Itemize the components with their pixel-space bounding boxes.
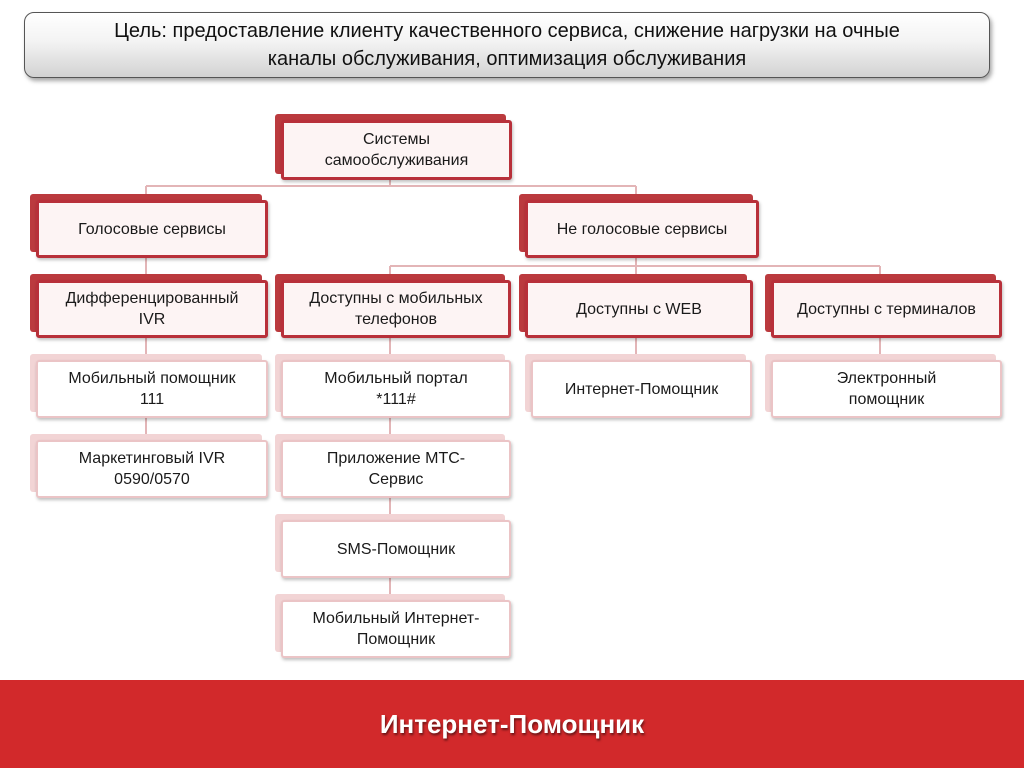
node-self-service-systems: Системы самообслуживания (275, 114, 512, 180)
goal-text-line1: Цель: предоставление клиенту качественно… (114, 20, 900, 42)
node-label-line1: Мобильный портал (324, 370, 468, 387)
node-label: Голосовые сервисы (78, 220, 226, 238)
footer-banner: Интернет-Помощник (0, 680, 1024, 768)
node-mts-service-app: Приложение МТС- Сервис (275, 434, 511, 498)
node-label: Доступны с терминалов (797, 300, 976, 318)
node-label: Не голосовые сервисы (556, 220, 728, 238)
node-label-line2: IVR (138, 311, 166, 328)
node-label-line2: телефонов (354, 311, 438, 328)
node-label-line1: Электронный (836, 370, 937, 387)
footer-title: Интернет-Помощник (379, 708, 645, 739)
node-terminals: Доступны с терминалов (765, 274, 1002, 338)
node-web: Доступны с WEB (519, 274, 753, 338)
node-label-line2: Помощник (356, 631, 436, 648)
node-sms-assistant: SMS-Помощник (275, 514, 511, 578)
node-label-line1: Мобильный помощник (68, 370, 236, 387)
node-electronic-assistant: Электронный помощник (765, 354, 1002, 418)
node-mobile-internet-assistant: Мобильный Интернет- Помощник (275, 594, 511, 658)
node-mobile-portal: Мобильный портал *111# (275, 354, 511, 418)
node-marketing-ivr: Маркетинговый IVR 0590/0570 (30, 434, 268, 498)
node-label-line1: Приложение МТС- (326, 450, 466, 467)
node-label-line1: Мобильный Интернет- (312, 610, 480, 627)
node-label: Интернет-Помощник (564, 380, 719, 398)
node-internet-assistant: Интернет-Помощник (525, 354, 752, 418)
node-non-voice-services: Не голосовые сервисы (519, 194, 759, 258)
node-label-line2: помощник (848, 391, 925, 408)
goal-banner: Цель: предоставление клиенту качественно… (24, 12, 990, 78)
node-label-line2: 0590/0570 (114, 471, 190, 488)
node-voice-services: Голосовые сервисы (30, 194, 268, 258)
node-label-line1: Системы (362, 131, 431, 148)
node-label-line1: Маркетинговый IVR (78, 450, 226, 467)
node-label-line2: 111 (139, 391, 165, 408)
node-label-line2: *111# (376, 391, 416, 408)
node-mobile-assistant-111: Мобильный помощник 111 (30, 354, 268, 418)
node-mobile-phones: Доступны с мобильных телефонов (275, 274, 511, 338)
node-label-line1: Доступны с мобильных (309, 290, 483, 307)
node-label: Доступны с WEB (576, 300, 702, 318)
node-label-line2: самообслуживания (324, 152, 469, 169)
node-label-line1: Дифференцированный (65, 290, 239, 307)
node-differentiated-ivr: Дифференцированный IVR (30, 274, 268, 338)
goal-text-line2: каналы обслуживания, оптимизация обслужи… (267, 48, 747, 70)
node-label-line1: SMS-Помощник (336, 540, 456, 558)
node-label-line2: Сервис (368, 471, 424, 488)
